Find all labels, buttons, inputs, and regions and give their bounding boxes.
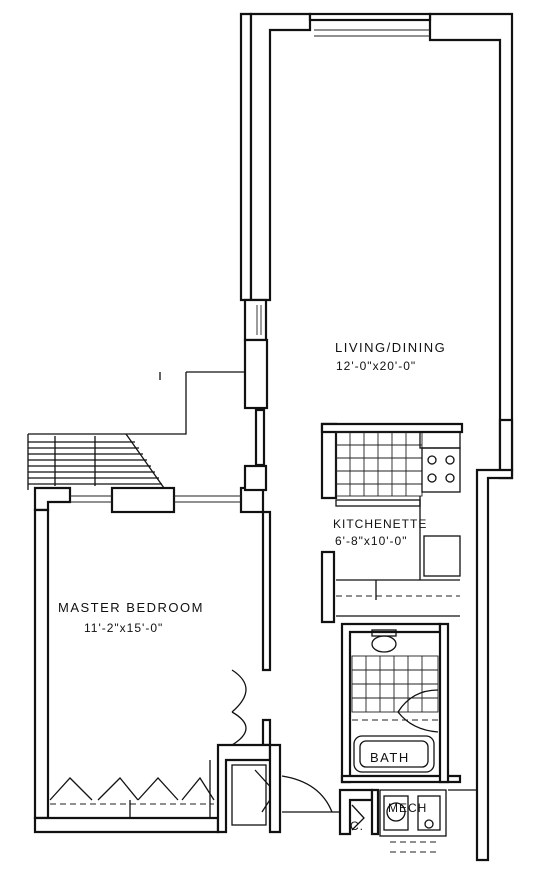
corridor-walls bbox=[332, 789, 477, 813]
bedroom-walls bbox=[33, 464, 272, 834]
kitchen-tile-grid bbox=[335, 431, 423, 497]
living-dining-size: 12'-0"x20'-0" bbox=[336, 359, 416, 373]
stair-hatch bbox=[28, 436, 162, 486]
kitchenette bbox=[320, 422, 464, 624]
entry-door bbox=[281, 775, 333, 813]
master-bedroom-label: MASTER BEDROOM bbox=[58, 600, 204, 615]
terrace bbox=[27, 371, 246, 490]
closet-label: C. bbox=[350, 819, 364, 833]
toilet-icon bbox=[371, 635, 397, 653]
hall-closet bbox=[216, 743, 282, 834]
bath-tile-grid bbox=[351, 655, 439, 713]
mech-label: MECH bbox=[388, 801, 427, 815]
living-dining-walls bbox=[239, 12, 514, 480]
living-dining-label: LIVING/DINING bbox=[335, 340, 446, 355]
kitchenette-size: 6'-8"x10'-0" bbox=[335, 534, 407, 548]
water-heater-icon bbox=[386, 802, 406, 822]
kitchenette-label: KITCHENETTE bbox=[333, 517, 427, 531]
mech-closet bbox=[338, 788, 447, 853]
bath-label: BATH bbox=[370, 750, 410, 765]
bathtub-icon bbox=[353, 735, 435, 773]
right-outer-wall bbox=[475, 468, 514, 862]
master-bedroom-size: 11'-2"x15'-0" bbox=[84, 621, 163, 635]
bath bbox=[340, 622, 462, 784]
closet-doors bbox=[49, 760, 215, 818]
bedroom-door bbox=[231, 669, 247, 746]
stove bbox=[421, 447, 461, 493]
